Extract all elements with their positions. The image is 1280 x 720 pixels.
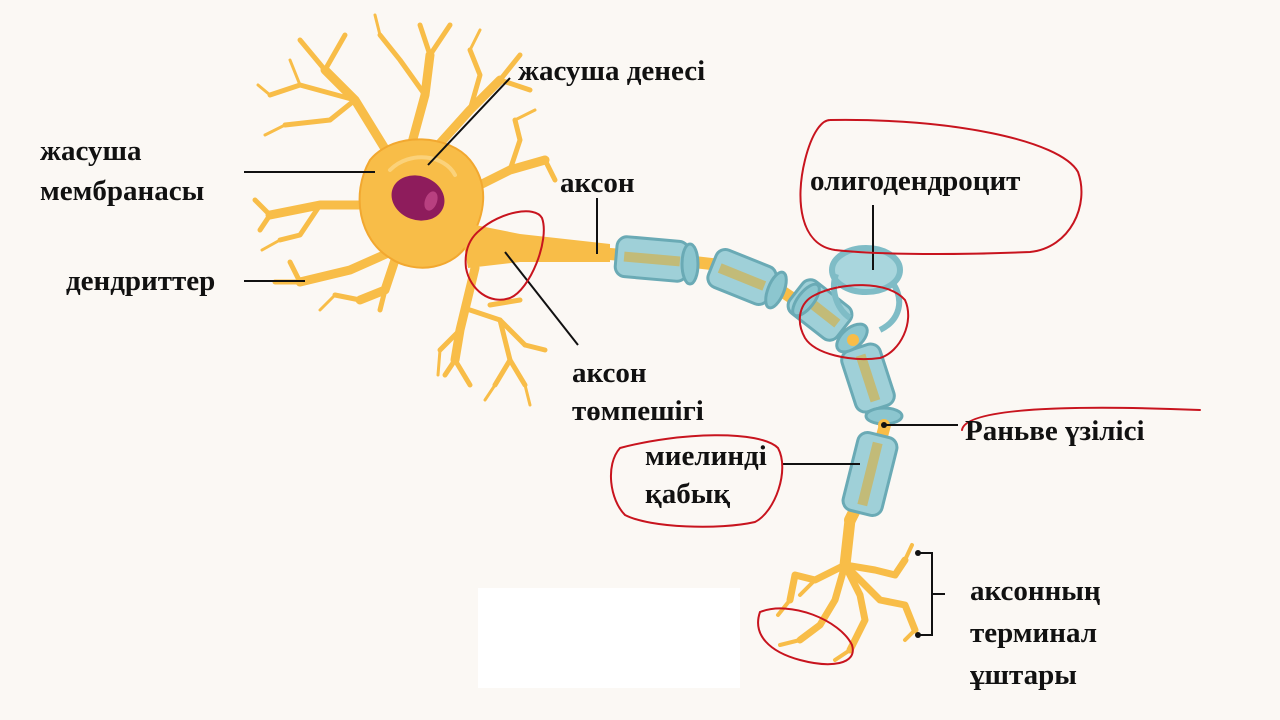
- label-axon: аксон: [560, 167, 635, 199]
- label-axon-hillock-line2: төмпешігі: [572, 395, 704, 427]
- label-cell-body: жасуша денесі: [518, 55, 705, 87]
- myelin-segment: [841, 430, 899, 518]
- red-circle-terminal: [757, 607, 854, 666]
- label-myelin-line1: миелинді: [645, 440, 767, 472]
- myelin-segment: [706, 247, 778, 307]
- myelin-sheath: [613, 235, 904, 518]
- leader-dots: [881, 422, 921, 638]
- nucleus-highlight: [424, 191, 438, 211]
- white-patch: [478, 588, 740, 688]
- label-terminals-line3: ұштары: [970, 659, 1077, 691]
- oligodendrocyte-cell: [829, 245, 903, 333]
- label-axon-hillock-line1: аксон: [572, 357, 647, 389]
- label-terminals-line1: аксонның: [970, 575, 1101, 607]
- leader-lines: [244, 77, 958, 636]
- red-circle-oligodendrocyte: [799, 118, 1083, 256]
- red-circle-node: [798, 284, 910, 360]
- red-circle-myelin: [609, 434, 784, 528]
- myelin-segment: [613, 235, 691, 283]
- label-myelin-line2: қабық: [645, 478, 730, 510]
- red-annotations: [464, 118, 1201, 666]
- cell-body-highlight: [388, 155, 457, 177]
- label-membrane-line1: жасуша: [40, 135, 142, 167]
- axon-terminals: [776, 514, 919, 662]
- red-circle-axon-hillock: [464, 210, 545, 301]
- label-membrane-line2: мембранасы: [40, 175, 204, 207]
- red-curve-ranvier: [961, 406, 1201, 431]
- label-oligodendrocyte: олигодендроцит: [810, 165, 1020, 197]
- dendrites: [252, 13, 558, 407]
- axon-hillock: [460, 222, 610, 268]
- label-terminals-line2: терминал: [970, 617, 1097, 649]
- label-node-of-ranvier: Раньве үзілісі: [965, 415, 1145, 447]
- label-dendrites: дендриттер: [66, 265, 215, 297]
